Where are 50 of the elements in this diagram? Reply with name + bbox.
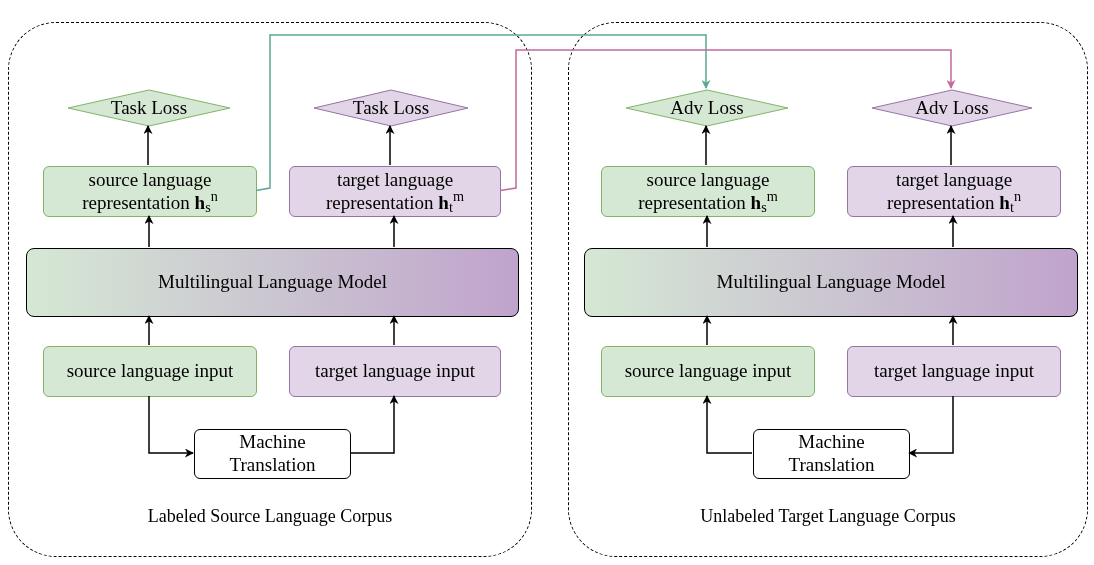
region-label: Labeled Source Language Corpus bbox=[146, 505, 394, 528]
arrow bbox=[946, 125, 956, 166]
arrow bbox=[385, 125, 395, 166]
box-label: target language input bbox=[873, 360, 1034, 383]
arrow bbox=[908, 395, 954, 458]
region-label: Unlabeled Target Language Corpus bbox=[699, 505, 957, 528]
arrow bbox=[702, 215, 712, 248]
arrow bbox=[389, 315, 399, 346]
box-label: Machine Translation bbox=[787, 431, 876, 477]
arrow bbox=[255, 34, 711, 192]
loss-label: Task Loss bbox=[110, 95, 188, 120]
arrow bbox=[499, 49, 956, 192]
process-box bbox=[289, 346, 501, 397]
loss-label: Task Loss bbox=[352, 95, 430, 120]
arrow bbox=[144, 315, 154, 346]
arrow bbox=[389, 215, 399, 248]
process-box bbox=[847, 346, 1061, 397]
box-label: target language input bbox=[314, 360, 475, 383]
process-box bbox=[753, 429, 910, 479]
loss-label: Adv Loss bbox=[915, 95, 989, 120]
box-label: source language input bbox=[624, 360, 792, 383]
arrow bbox=[702, 395, 753, 454]
process-box bbox=[289, 166, 501, 217]
box-label: source language input bbox=[66, 360, 234, 383]
arrow bbox=[148, 395, 194, 458]
process-box bbox=[43, 346, 257, 397]
process-box bbox=[43, 166, 257, 217]
arrow bbox=[143, 125, 153, 166]
arrow bbox=[144, 215, 154, 248]
model-box bbox=[26, 248, 519, 317]
process-box bbox=[847, 166, 1061, 217]
loss-diamond bbox=[67, 89, 231, 127]
model-box bbox=[584, 248, 1078, 317]
process-box bbox=[601, 346, 815, 397]
loss-diamond bbox=[625, 89, 789, 127]
corpus-region bbox=[8, 22, 532, 557]
corpus-region bbox=[568, 22, 1088, 557]
arrow bbox=[701, 125, 711, 166]
loss-label: Adv Loss bbox=[670, 95, 744, 120]
loss-diamond bbox=[871, 89, 1033, 127]
arrow bbox=[948, 315, 958, 346]
process-box bbox=[601, 166, 815, 217]
box-label: Multilingual Language Model bbox=[158, 271, 387, 294]
arrow bbox=[702, 315, 712, 346]
arrow bbox=[349, 395, 399, 454]
box-label: Multilingual Language Model bbox=[716, 271, 946, 294]
arrow bbox=[948, 215, 958, 248]
process-box bbox=[194, 429, 351, 479]
loss-diamond bbox=[313, 89, 469, 127]
box-label: Machine Translation bbox=[228, 431, 317, 477]
